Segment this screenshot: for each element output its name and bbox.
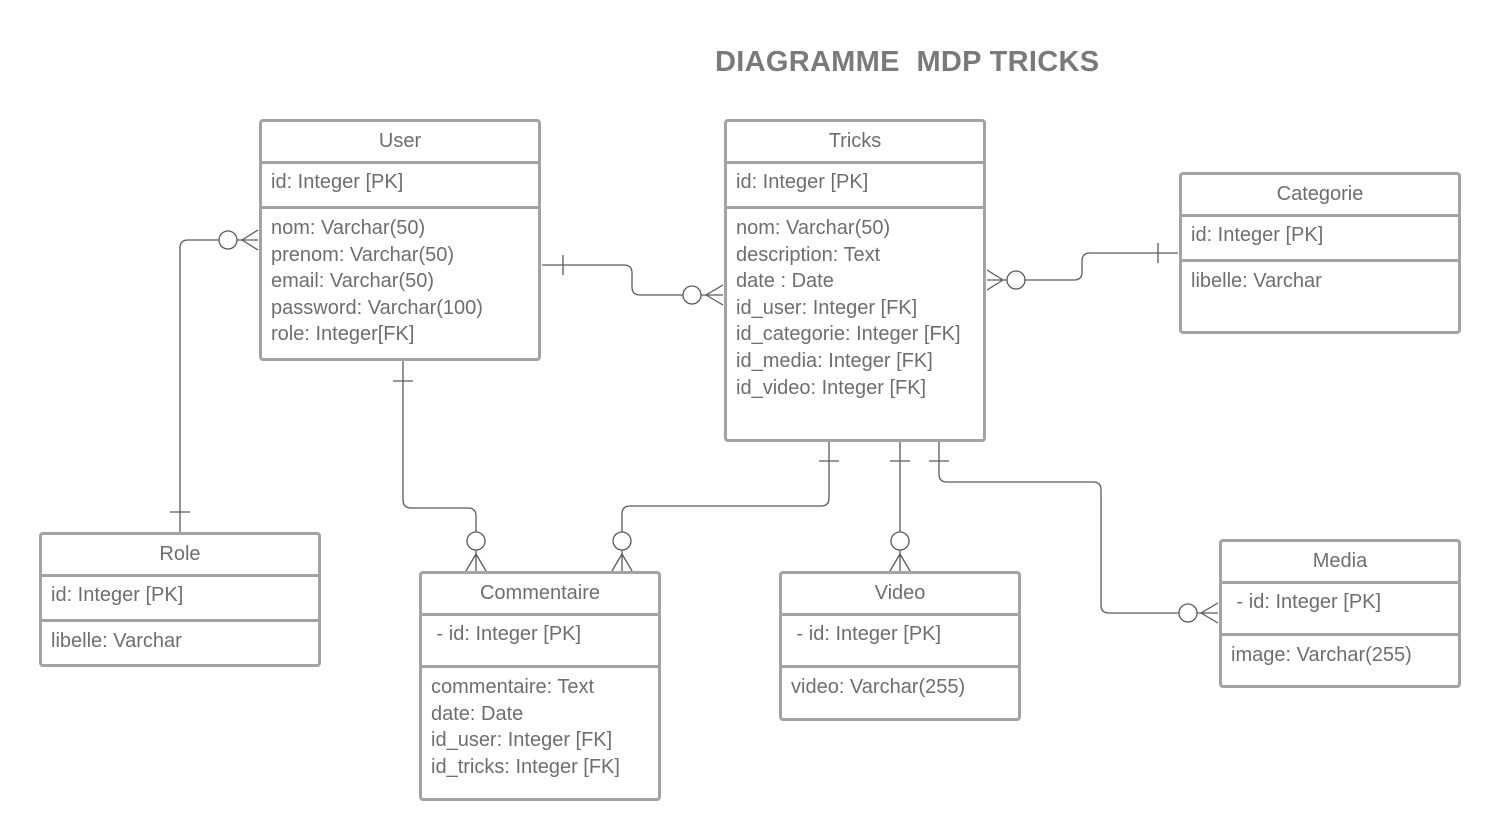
attribute-row: id_tricks: Integer [FK] [431, 755, 620, 778]
attribute-row: nom: Varchar(50) [736, 217, 891, 239]
entity-user-name: User [262, 122, 538, 164]
entity-video[interactable]: Video - id: Integer [PK] video: Varchar(… [779, 571, 1021, 721]
attribute-row: commentaire: Text [431, 676, 595, 698]
entity-tricks-name: Tricks [727, 122, 983, 164]
relationship-user-commentaire [393, 361, 487, 572]
entity-media-name: Media [1222, 542, 1458, 584]
entity-categorie-attributes: libelle: Varchar [1182, 262, 1458, 295]
attribute-row: id_video: Integer [FK] [736, 376, 927, 399]
attribute-row: id_media: Integer [FK] [736, 349, 933, 372]
attribute-row: image: Varchar(255) [1231, 644, 1412, 666]
relationship-categorie-tricks [986, 243, 1178, 291]
entity-role-attributes: libelle: Varchar [42, 622, 318, 655]
relationship-tricks-media [929, 442, 1219, 624]
attribute-row: nom: Varchar(50) [271, 217, 426, 239]
relationship-tricks-commentaire [611, 442, 839, 572]
entity-user-pk: id: Integer [PK] [262, 164, 538, 209]
attribute-row: libelle: Varchar [51, 630, 182, 652]
entity-tricks-pk: id: Integer [PK] [727, 164, 983, 209]
entity-categorie-name: Categorie [1182, 175, 1458, 217]
entity-categorie-pk: id: Integer [PK] [1182, 217, 1458, 262]
entity-media-attributes: image: Varchar(255) [1222, 636, 1458, 669]
entity-media-pk: - id: Integer [PK] [1222, 584, 1458, 636]
attribute-row: date: Date [431, 702, 524, 725]
entity-role-name: Role [42, 535, 318, 577]
attribute-row: date : Date [736, 270, 834, 293]
attribute-row: description: Text [736, 243, 881, 266]
attribute-row: id_user: Integer [FK] [431, 729, 613, 752]
entity-video-name: Video [782, 574, 1018, 616]
attribute-row: role: Integer[FK] [271, 323, 415, 346]
relationship-user-role [170, 229, 259, 532]
entity-role[interactable]: Role id: Integer [PK] libelle: Varchar [39, 532, 321, 667]
attribute-row: id_categorie: Integer [FK] [736, 323, 961, 346]
entity-categorie[interactable]: Categorie id: Integer [PK] libelle: Varc… [1179, 172, 1461, 334]
entity-commentaire-attributes: commentaire: Text date: Date id_user: In… [422, 668, 658, 780]
attribute-row: libelle: Varchar [1191, 270, 1322, 292]
entity-commentaire-pk: - id: Integer [PK] [422, 616, 658, 668]
entity-role-pk: id: Integer [PK] [42, 577, 318, 622]
entity-user-attributes: nom: Varchar(50) prenom: Varchar(50) ema… [262, 209, 538, 348]
entity-commentaire-name: Commentaire [422, 574, 658, 616]
entity-tricks-attributes: nom: Varchar(50) description: Text date … [727, 209, 983, 401]
entity-media[interactable]: Media - id: Integer [PK] image: Varchar(… [1219, 539, 1461, 688]
entity-commentaire[interactable]: Commentaire - id: Integer [PK] commentai… [419, 571, 661, 801]
relationship-user-tricks [542, 255, 724, 306]
attribute-row: prenom: Varchar(50) [271, 243, 455, 266]
attribute-row: password: Varchar(100) [271, 296, 483, 319]
attribute-row: email: Varchar(50) [271, 270, 435, 293]
attribute-row: id_user: Integer [FK] [736, 296, 918, 319]
entity-tricks[interactable]: Tricks id: Integer [PK] nom: Varchar(50)… [724, 119, 986, 442]
entity-video-attributes: video: Varchar(255) [782, 668, 1018, 701]
attribute-row: video: Varchar(255) [791, 676, 966, 698]
diagram-title: DIAGRAMME MDP TRICKS [715, 46, 1100, 78]
entity-user[interactable]: User id: Integer [PK] nom: Varchar(50) p… [259, 119, 541, 361]
entity-video-pk: - id: Integer [PK] [782, 616, 1018, 668]
relationship-tricks-video [889, 442, 911, 572]
